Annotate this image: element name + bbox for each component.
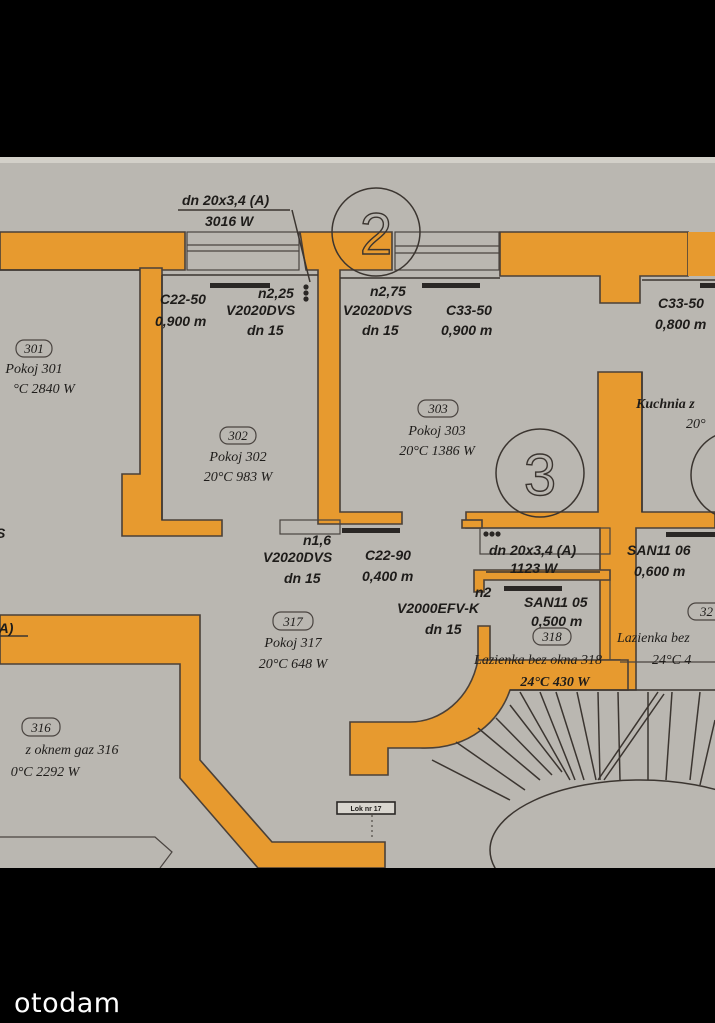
pipe-power-318: 1123 W [510, 560, 559, 576]
radiator-length-303: 0,900 m [441, 322, 492, 338]
stair-core [489, 779, 715, 868]
wall-302-303 [299, 231, 403, 525]
windows [186, 231, 500, 271]
pipe-power-top: 3016 W [205, 213, 255, 229]
wall-curved-stairs [349, 659, 629, 776]
radiator-valve-317: V2020DVS [263, 549, 333, 565]
wall-top-left [0, 231, 186, 271]
stair-steps [431, 691, 715, 801]
room-id-301: 301 [23, 341, 44, 356]
radiator-type-303: C33-50 [446, 302, 492, 318]
radiators [210, 283, 715, 591]
pipe-label-top: dn 20x3,4 (A) [182, 192, 269, 208]
svg-text:3: 3 [524, 443, 556, 508]
room-badge-318 [532, 627, 572, 646]
wall-stub [461, 519, 483, 529]
room-spec-302: 20°C 983 W [204, 470, 274, 485]
pipe-box [479, 527, 611, 555]
room-name-301: Pokoj 301 [4, 362, 62, 377]
pipe-label-left: (A) [0, 620, 14, 636]
room-spec-316: 0°C 2292 W [11, 765, 81, 780]
room-spec-32x: 24°C 4 [652, 653, 691, 668]
room-badge-317 [272, 611, 314, 631]
wall-lower-left [0, 614, 386, 868]
room-outlines [0, 209, 715, 868]
radiator-dn-303: dn 15 [362, 322, 399, 338]
room-name-318: Lazienka bez okna 318 [473, 653, 602, 668]
room-name-316: z oknem gaz 316 [25, 743, 119, 758]
radiator-bar [700, 283, 715, 288]
pipe-label-318: dn 20x3,4 (A) [489, 542, 576, 558]
radiator-bar [666, 532, 715, 537]
radiator-length-32x: 0,600 m [634, 563, 685, 579]
room-id-317: 317 [282, 614, 303, 629]
room-spec-318: 24°C 430 W [519, 675, 591, 690]
room-badge-32x [687, 602, 715, 621]
radiator-bar [342, 528, 400, 533]
apartment-tag: Lok nr 17 [336, 801, 396, 815]
room-badge-316 [21, 717, 61, 737]
radiator-n-303: n2,75 [370, 283, 406, 299]
radiator-length-318: 0,500 m [531, 613, 582, 629]
room-id-316: 316 [30, 720, 51, 735]
wall-bath-318 [473, 569, 611, 593]
radiator-bar [504, 586, 562, 591]
room-id-302: 302 [227, 428, 248, 443]
radiator-n-302: n2,25 [258, 285, 294, 301]
radiator-length-kitchen: 0,800 m [655, 316, 706, 332]
floor-plan-drawing: 2 3 4 dn 20x3,4 (A) 3016 W dn 20x3,4 (A)… [0, 157, 715, 868]
window-303 [394, 231, 500, 271]
svg-text:2: 2 [360, 202, 392, 267]
radiator-length-302: 0,900 m [155, 313, 206, 329]
walls [0, 231, 715, 868]
otodam-watermark-logo: otodam [14, 988, 121, 1019]
floor-plan-photo: 2 3 4 dn 20x3,4 (A) 3016 W dn 20x3,4 (A)… [0, 157, 715, 868]
radiator-valve-302: V2020DVS [226, 302, 296, 318]
room-badge-303 [417, 399, 459, 418]
room-name-32x: Lazienka bez [616, 631, 690, 646]
room-name-kitchen: Kuchnia z [635, 397, 695, 412]
wall-top-right-edge [688, 232, 715, 276]
radiator-dn-302: dn 15 [247, 322, 284, 338]
radiator-dn-318: dn 15 [425, 621, 462, 637]
radiator-valve-318: V2000EFV-K [397, 600, 480, 616]
radiator-type-318: SAN11 05 [524, 594, 588, 610]
room-id-318: 318 [541, 629, 562, 644]
room-name-303: Pokoj 303 [407, 424, 465, 439]
radiator-n-318: n2 [475, 584, 492, 600]
radiator-dn-317: dn 15 [284, 570, 321, 586]
radiator-n-317: n1,6 [303, 532, 331, 548]
room-id-303: 303 [427, 401, 448, 416]
edge-text-fragment: S [0, 525, 6, 541]
radiator-valve-303: V2020DVS [343, 302, 413, 318]
spiral-staircase [431, 689, 715, 868]
room-spec-317: 20°C 648 W [259, 657, 329, 672]
stair-circle-2: 2 [331, 187, 421, 277]
door-frame [279, 519, 341, 535]
radiator-type-317: C22-90 [365, 547, 411, 563]
apartment-tag-text: Lok nr 17 [350, 806, 381, 813]
room-spec-303: 20°C 1386 W [399, 444, 476, 459]
room-name-317: Pokoj 317 [263, 636, 322, 651]
radiator-type-32x: SAN11 06 [627, 542, 691, 558]
radiator-bar [422, 283, 480, 288]
radiator-length-317: 0,400 m [362, 568, 413, 584]
room-name-302: Pokoj 302 [208, 450, 266, 465]
radiator-bar [210, 283, 270, 288]
radiator-type-kitchen: C33-50 [658, 295, 704, 311]
radiator-type-302: C22-50 [160, 291, 206, 307]
room-badge-302 [219, 426, 257, 445]
room-spec-301: °C 2840 W [13, 382, 76, 397]
paper-edge [0, 157, 715, 163]
stair-circle-4: 4 [690, 434, 715, 516]
stair-circle-3: 3 [495, 428, 585, 518]
room-spec-kitchen: 20° [686, 417, 706, 432]
room-badge-301 [15, 339, 53, 358]
room-id-32x: 32 [699, 604, 714, 619]
